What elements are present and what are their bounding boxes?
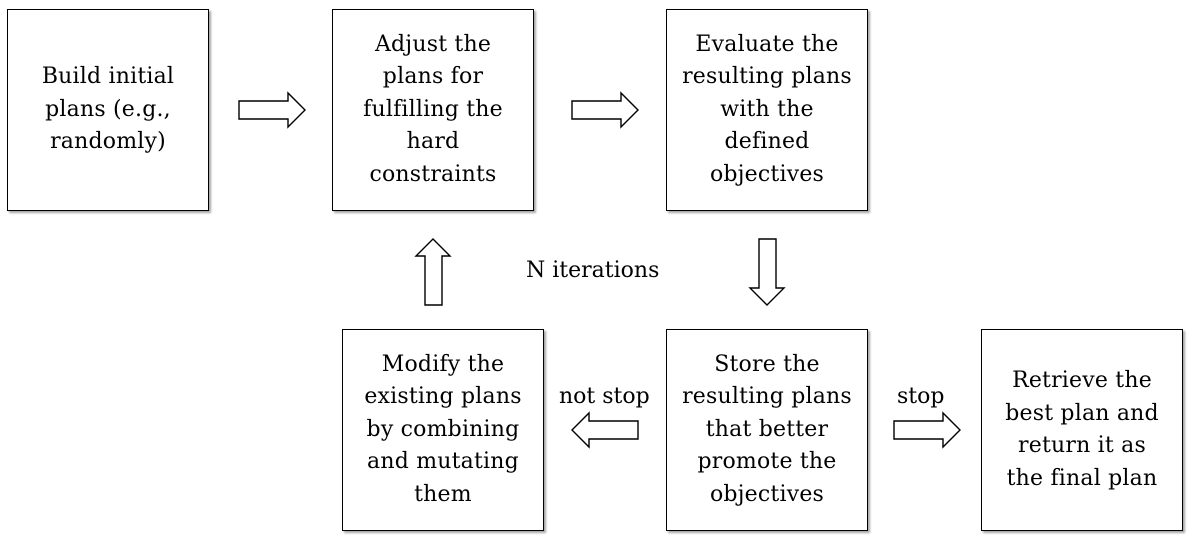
step-text: Modify the existing plans by combining a… (364, 351, 522, 507)
iterations-label: N iterations (526, 258, 660, 283)
arrow-up-icon (414, 238, 452, 306)
arrow-down-icon (748, 238, 786, 306)
step-text: Build initial plans (e.g., randomly) (41, 64, 175, 155)
step-evaluate-plans: Evaluate the resulting plans with the de… (666, 9, 868, 211)
step-retrieve-best-plan: Retrieve the best plan and return it as … (981, 329, 1183, 531)
arrow-right-icon (571, 91, 639, 129)
step-text: Evaluate the resulting plans with the de… (682, 31, 852, 187)
arrow-right-icon (238, 91, 306, 129)
arrow-right-icon (893, 411, 961, 449)
not-stop-label: not stop (559, 384, 650, 409)
arrow-left-icon (571, 411, 639, 449)
step-text: Store the resulting plans that better pr… (682, 351, 852, 507)
stop-label: stop (897, 384, 945, 409)
step-build-initial-plans: Build initial plans (e.g., randomly) (7, 9, 209, 211)
step-text: Retrieve the best plan and return it as … (1005, 368, 1159, 491)
step-text: Adjust the plans for fulfilling the hard… (363, 31, 503, 187)
step-store-plans: Store the resulting plans that better pr… (666, 329, 868, 531)
step-modify-plans: Modify the existing plans by combining a… (342, 329, 544, 531)
step-adjust-plans: Adjust the plans for fulfilling the hard… (332, 9, 534, 211)
